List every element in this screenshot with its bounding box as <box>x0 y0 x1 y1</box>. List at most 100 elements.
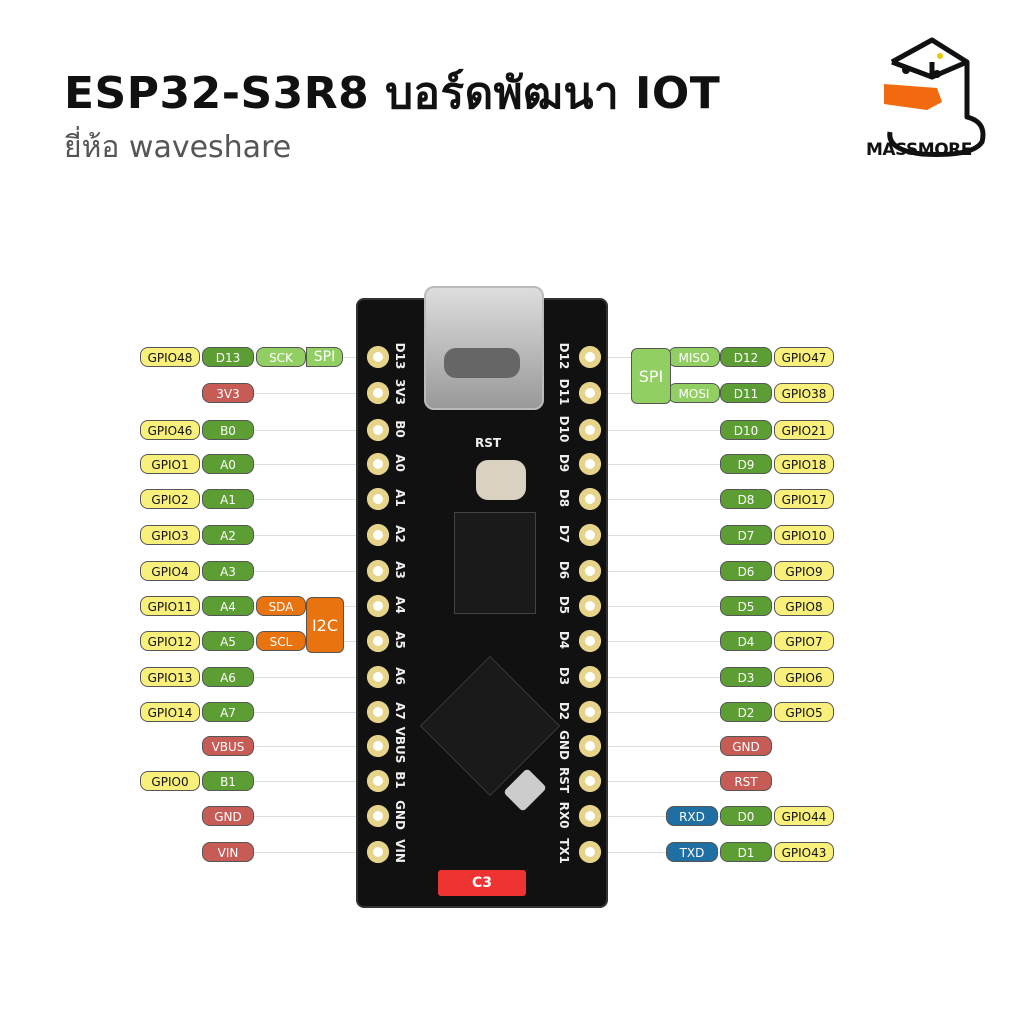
pin-pad-right <box>579 841 601 863</box>
pin-label-right: GPIO43 <box>774 842 834 862</box>
pin-label-right: GPIO6 <box>774 667 834 687</box>
leader-line <box>254 712 364 713</box>
pin-label-right: TXD <box>666 842 718 862</box>
silk-label-right: D11 <box>557 378 571 406</box>
pin-pad-left <box>367 453 389 475</box>
pin-label-left: SCL <box>256 631 306 651</box>
pin-pad-left <box>367 630 389 652</box>
pin-label-left: SDA <box>256 596 306 616</box>
pin-label-right: GPIO47 <box>774 347 834 367</box>
silk-label-right: TX1 <box>557 838 571 864</box>
pin-pad-right <box>579 382 601 404</box>
pin-pad-right <box>579 419 601 441</box>
leader-line <box>254 535 364 536</box>
leader-line <box>600 816 720 817</box>
pin-label-left: GPIO0 <box>140 771 200 791</box>
leader-line <box>600 712 720 713</box>
silk-label-left: A2 <box>393 525 407 543</box>
pin-label-left: B0 <box>202 420 254 440</box>
leader-line <box>254 464 364 465</box>
pin-label-right: GPIO38 <box>774 383 834 403</box>
pin-label-left: GPIO14 <box>140 702 200 722</box>
leader-line <box>254 816 364 817</box>
silk-label-right: RST <box>557 766 571 794</box>
leader-line <box>600 499 720 500</box>
leader-line <box>254 781 364 782</box>
pin-pad-left <box>367 841 389 863</box>
usb-c-connector <box>424 286 544 410</box>
pin-label-right: D11 <box>720 383 772 403</box>
leader-line <box>600 781 720 782</box>
leader-line <box>254 393 364 394</box>
pin-label-right: GPIO21 <box>774 420 834 440</box>
silk-label-right: D8 <box>557 488 571 508</box>
pin-label-left: GPIO11 <box>140 596 200 616</box>
leader-line <box>254 499 364 500</box>
spi-group-right: SPI <box>631 348 671 404</box>
leader-line <box>254 746 364 747</box>
silk-label-left: A4 <box>393 596 407 614</box>
silk-label-right: D4 <box>557 630 571 650</box>
pin-label-right: D9 <box>720 454 772 474</box>
pin-label-right: D12 <box>720 347 772 367</box>
pin-label-right: D8 <box>720 489 772 509</box>
leader-line <box>600 677 720 678</box>
pin-label-left: GND <box>202 806 254 826</box>
pin-label-right: D1 <box>720 842 772 862</box>
leader-line <box>254 852 364 853</box>
pin-label-right: D0 <box>720 806 772 826</box>
pin-label-right: D3 <box>720 667 772 687</box>
silk-label-right: D6 <box>557 560 571 580</box>
leader-line <box>254 677 364 678</box>
silk-label-left: GND <box>393 800 407 830</box>
pin-label-left: A1 <box>202 489 254 509</box>
pin-label-right: RST <box>720 771 772 791</box>
leader-line <box>600 641 720 642</box>
c3-label: C3 <box>438 870 526 896</box>
leader-line <box>254 430 364 431</box>
reset-silk-label: RST <box>474 436 502 450</box>
pin-pad-right <box>579 735 601 757</box>
esp32-chip <box>419 655 561 797</box>
pin-label-left: GPIO1 <box>140 454 200 474</box>
pin-label-left: D13 <box>202 347 254 367</box>
pin-pad-right <box>579 560 601 582</box>
pin-label-right: D4 <box>720 631 772 651</box>
pin-label-left: GPIO2 <box>140 489 200 509</box>
pin-pad-left <box>367 735 389 757</box>
pin-label-left: VIN <box>202 842 254 862</box>
pin-label-left: A3 <box>202 561 254 581</box>
pin-label-left: A4 <box>202 596 254 616</box>
pin-pad-right <box>579 595 601 617</box>
pin-label-left: GPIO3 <box>140 525 200 545</box>
pin-pad-left <box>367 419 389 441</box>
pin-label-right: GPIO10 <box>774 525 834 545</box>
pin-pad-left <box>367 595 389 617</box>
pin-pad-right <box>579 770 601 792</box>
silk-label-left: VIN <box>393 839 407 863</box>
silk-label-right: RX0 <box>557 801 571 829</box>
pin-label-right: MISO <box>668 347 720 367</box>
pin-label-right: GPIO8 <box>774 596 834 616</box>
pin-label-left: GPIO48 <box>140 347 200 367</box>
pin-pad-right <box>579 630 601 652</box>
pin-pad-right <box>579 524 601 546</box>
pin-pad-left <box>367 346 389 368</box>
leader-line <box>600 852 720 853</box>
pin-pad-right <box>579 805 601 827</box>
massmore-logo-icon <box>884 37 986 157</box>
spi-group-left: SPI <box>306 347 343 367</box>
pin-label-left: A2 <box>202 525 254 545</box>
pin-label-right: GPIO18 <box>774 454 834 474</box>
pin-pad-right <box>579 488 601 510</box>
pin-label-right: GPIO7 <box>774 631 834 651</box>
silk-label-right: D5 <box>557 595 571 615</box>
silk-label-left: A5 <box>393 631 407 649</box>
silk-label-right: GND <box>557 730 571 760</box>
leader-line <box>600 535 720 536</box>
pin-label-right: D2 <box>720 702 772 722</box>
pin-pad-right <box>579 666 601 688</box>
pin-label-left: GPIO12 <box>140 631 200 651</box>
i2c-group: I2C <box>306 597 344 653</box>
